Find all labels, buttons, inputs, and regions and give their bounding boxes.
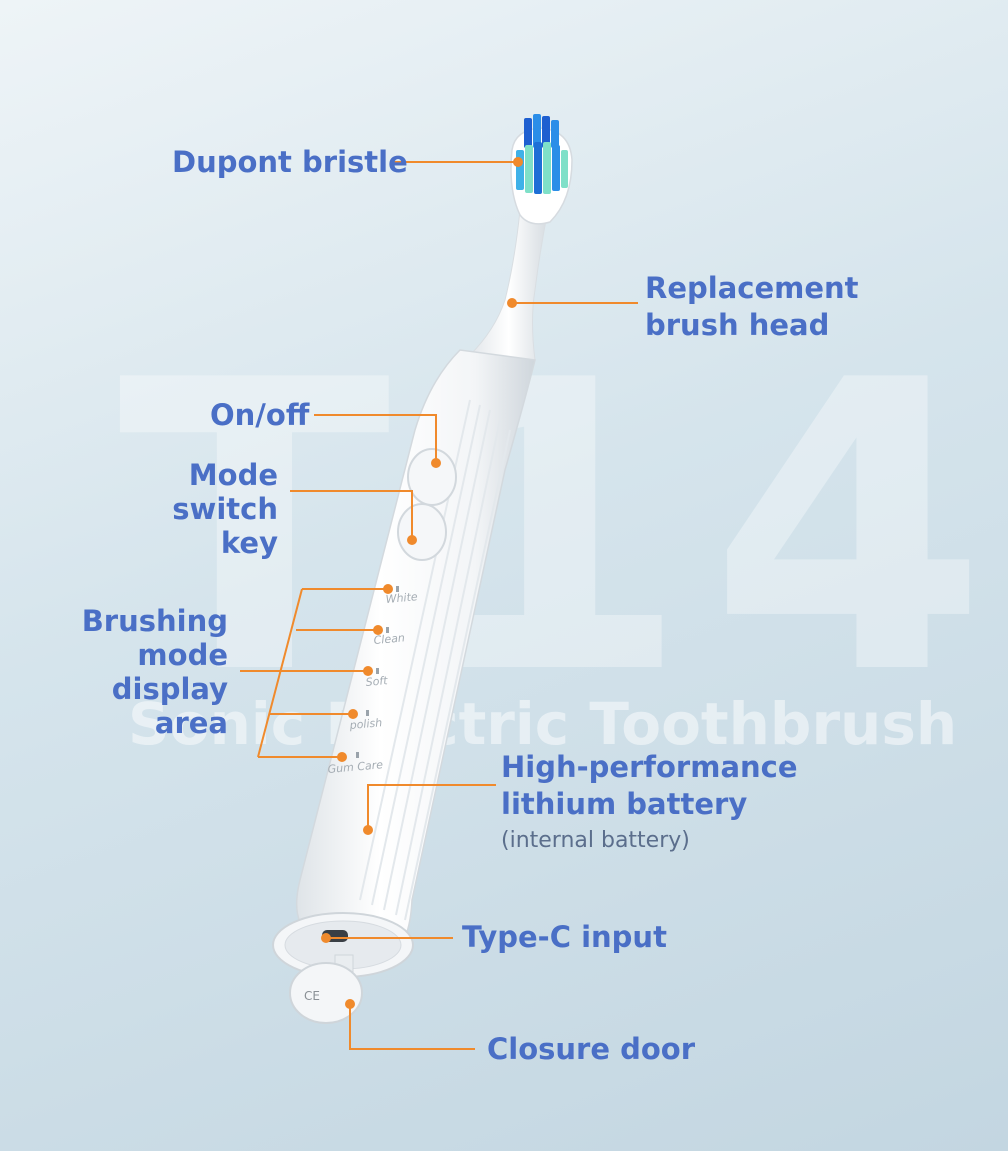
closure-door-disc <box>289 962 363 1024</box>
callout-battery-line2: lithium battery <box>501 787 748 821</box>
product-infographic: T14 Sonic Electric Toothbrush <box>80 114 859 1066</box>
watermark-model: T14 <box>118 297 1008 762</box>
mode-label-gum-care: Gum Care <box>327 758 384 776</box>
mode-label-white: White <box>385 590 418 606</box>
toothbrush-illustration: CE <box>240 114 638 1050</box>
bristles <box>516 114 568 194</box>
callout-mode-line2: switch key <box>172 492 278 560</box>
leader-lines <box>240 161 638 1050</box>
mode-label-clean: Clean <box>373 631 405 647</box>
callout-replacement-line2: brush head <box>645 308 830 342</box>
leader-dots <box>321 157 523 1009</box>
callout-brushing-mode-display: Brushing mode display area <box>80 604 228 740</box>
callout-mode-switch-key: Mode switch key <box>110 458 278 560</box>
power-button <box>407 448 457 506</box>
callout-replacement-line1: Replacement <box>645 271 859 305</box>
mode-indicators <box>356 586 399 758</box>
callout-dupont-bristle: Dupont bristle <box>172 145 408 179</box>
mode-label-soft: Soft <box>365 674 389 689</box>
callout-battery-note: (internal battery) <box>501 828 690 853</box>
callout-on-off: On/off <box>210 398 310 432</box>
brush-neck <box>468 209 549 361</box>
mode-button <box>397 503 447 561</box>
callout-display-line2: mode <box>137 638 228 672</box>
callout-battery-line1: High-performance <box>501 750 798 784</box>
callout-display-line3: display <box>111 672 228 706</box>
callout-mode-line1: Mode <box>188 458 278 492</box>
callout-closure-door: Closure door <box>487 1032 696 1066</box>
callout-type-c-input: Type-C input <box>462 920 667 954</box>
svg-text:CE: CE <box>304 989 320 1003</box>
callout-display-line4: area <box>154 706 228 740</box>
callout-replacement-brush-head: Replacement brush head <box>645 271 859 342</box>
callout-lithium-battery: High-performance lithium battery <box>501 750 798 821</box>
mode-label-polish: polish <box>348 716 383 732</box>
callout-display-line1: Brushing <box>81 604 228 638</box>
